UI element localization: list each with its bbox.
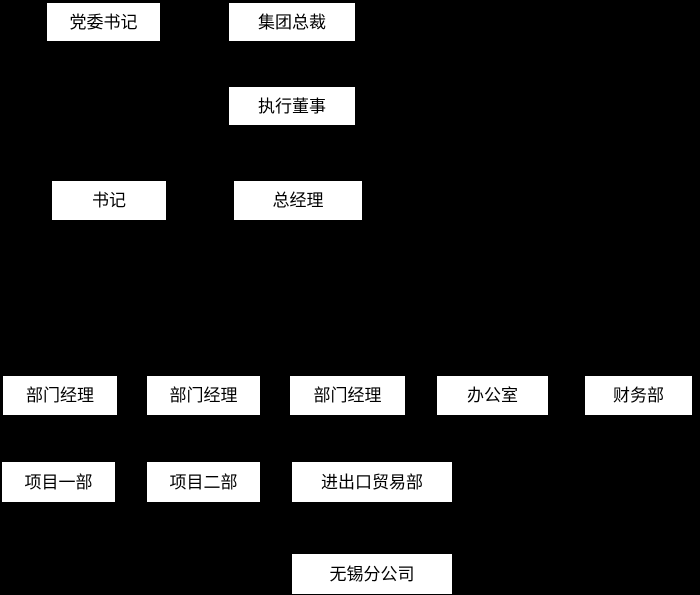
org-node-department-manager-2: 部门经理 bbox=[147, 376, 260, 415]
org-node-executive-director: 执行董事 bbox=[229, 87, 355, 125]
org-node-office: 办公室 bbox=[437, 376, 548, 415]
org-node-project-dept-2: 项目二部 bbox=[147, 462, 260, 502]
org-node-department-manager-3: 部门经理 bbox=[290, 376, 405, 415]
org-node-import-export-trade-dept: 进出口贸易部 bbox=[292, 462, 452, 502]
org-node-party-committee-secretary: 党委书记 bbox=[47, 3, 160, 41]
org-node-finance-department: 财务部 bbox=[585, 376, 692, 415]
org-node-general-manager: 总经理 bbox=[234, 181, 362, 220]
org-node-project-dept-1: 项目一部 bbox=[2, 462, 115, 502]
org-node-secretary: 书记 bbox=[52, 181, 166, 220]
org-node-wuxi-branch: 无锡分公司 bbox=[292, 554, 452, 594]
org-node-group-president: 集团总裁 bbox=[229, 3, 355, 41]
org-node-department-manager-1: 部门经理 bbox=[3, 376, 117, 415]
